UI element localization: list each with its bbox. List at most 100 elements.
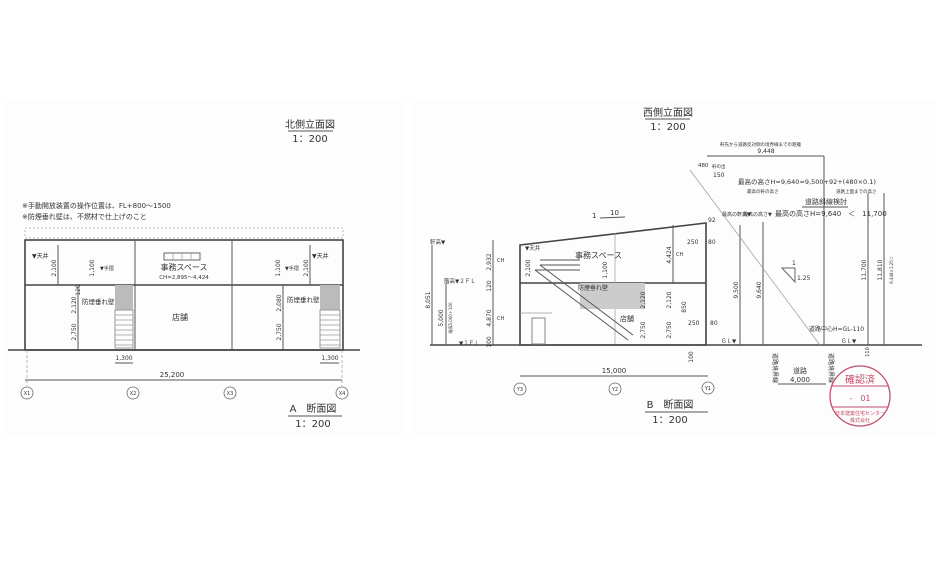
dim: 9,640 [756,281,763,298]
sheet-a-paper [4,100,404,435]
max-eave-label: 最高の軒高▼ [722,211,751,218]
dim: 2,120 [666,291,673,308]
dim: 850 [681,301,688,313]
sheet-b: 西側立面図 1：200 1 10 事務スペース 防煙垂れ壁 店舗 ▼天井 軒高▼… [425,106,922,426]
dim: 150 [713,172,725,179]
stair-left [114,285,134,349]
dim: 1,300 [321,355,338,362]
b-floor2-label: 階高▼２ＦＬ [444,277,476,285]
stamp-number: - 01 [849,394,870,403]
dim: 9,448 [757,148,774,155]
grid-x1: X1 [24,391,31,397]
dim-total: 15,000 [602,367,627,375]
dim: 120 [486,280,493,292]
dim: 1,300 [115,355,132,362]
a-dimensions: 2,100 120 1,100 2,120 2,750 1,300 2,100 … [25,245,342,381]
dim: 1,100 [602,261,609,278]
dim: 4,424 [666,246,673,263]
ch-label: CH [676,252,683,258]
road-center-label: 道路中心H=GL-110 [809,325,864,333]
dim: 250 [687,239,699,246]
b-elevation-scale: 1：200 [650,122,685,133]
a-smoke-wall-right: 防煙垂れ壁 [287,295,320,304]
eave-tip-note: 軒の出 [712,163,726,170]
sheet-a: 北側立面図 1：200 ※手動開放装置の操作位置は、FL+800～1500 ※防… [8,118,360,430]
grid-y2: Y2 [611,387,618,393]
stamp-title: 確認済 [845,373,875,386]
road-slope-check: 道路斜線検討 [805,197,847,206]
gl-left: ＧＬ▼ [721,338,737,345]
dim: 2,932 [486,253,493,270]
max-height-formula: 最高の高さH=9,640=9,500+92+(480×0.1) [738,177,876,186]
grid-x2: X2 [130,391,137,397]
dim: 11,810 [877,259,884,280]
dim: 2,750 [71,323,78,340]
dim: 5,000 [438,309,445,326]
dim: 2,750 [666,321,673,338]
smoke-wall-hatch [580,283,645,309]
grid-x3: X3 [227,391,234,397]
a-handrail-right: ▼手摺 [285,265,299,272]
a-shop-label: 店舗 [172,312,188,322]
road-width: 4,000 [790,376,810,384]
a-note-2: ※防煙垂れ壁は、不燃材で仕上げのこと [22,212,147,221]
b-dimensions: 8,051 5,000 階高5,000＋100 2,932 120 4,870 … [425,148,894,377]
dim: 480 [698,163,709,169]
road-distance-note: 軒先から道路反対側の境界線までの距離 [720,141,801,148]
b-ceiling-label: ▼天井 [525,244,541,252]
slope-rise: 1 [592,212,596,220]
ch-label: CH [497,258,504,264]
dim: 11,700 [861,259,868,280]
road-label: 道路 [793,366,807,375]
dim: 2,750 [640,321,647,338]
b-elevation-title: 西側立面図 [643,106,693,119]
slope-ratio-triangle: 1 1.25 [780,260,811,284]
a-section-scale: 1：200 [295,419,330,430]
dim: 2,080 [276,294,283,311]
slope-ratio-run: 1.25 [797,275,811,282]
dim: 2,120 [71,296,78,313]
grid-y1: Y1 [704,386,711,392]
dim: 1,100 [275,259,282,276]
road-slope-result: 最高の高さH=9,640 ＜ 11,700 [775,209,887,218]
dim-note: 階高5,000＋100 [447,302,453,334]
max-height-note-right: 道路上面までの高さ [836,188,877,195]
dim-total: 25,200 [160,371,185,379]
dim: 100 [486,336,493,348]
dim: 80 [708,239,716,246]
dim: 250 [688,320,700,327]
road-boundary-left: 道路境界線 [771,353,779,383]
clerestory-windows [163,252,201,261]
b-floor1-label: ▼１ＦＬ [459,340,480,347]
dim: 2,100 [303,259,310,276]
dim-110: 110 [865,347,871,357]
slope-indicator [599,216,626,219]
a-note-1: ※手動開放装置の操作位置は、FL+800～1500 [22,201,171,210]
dim: 2,100 [51,259,58,276]
dim: 80 [710,320,718,327]
b-eave-label: 軒高▼ [430,238,446,246]
dim: 2,120 [640,291,647,308]
a-elevation-scale: 1：200 [292,134,327,145]
grid-y3: Y3 [516,387,523,393]
b-smoke-wall: 防煙垂れ壁 [578,284,608,292]
dim: 2,750 [276,323,283,340]
a-office-label: 事務スペース [160,262,207,272]
road-slope-line [689,169,821,346]
dim: 2,100 [525,259,532,276]
approval-stamp: 確認済 - 01 日本建築住宅センター 株式会社 [829,365,891,427]
gl-right: ＧＬ▼ [841,338,857,345]
a-smoke-wall-left: 防煙垂れ壁 [82,297,115,306]
dim: 8,051 [425,291,432,308]
b-section-scale: 1：200 [652,415,687,426]
dim: 1,100 [89,259,96,276]
stair-right [319,285,341,349]
a-ceiling-left: ▼天井 [32,252,49,260]
road-boundary-right: 道路境界線 [827,353,835,383]
dim: 4,870 [486,309,493,326]
dim: 100 [688,351,695,363]
a-ceiling-right: ▼天井 [312,252,329,260]
max-height-note-left: 最高の軒の高さ [747,188,779,195]
stair [520,259,634,345]
